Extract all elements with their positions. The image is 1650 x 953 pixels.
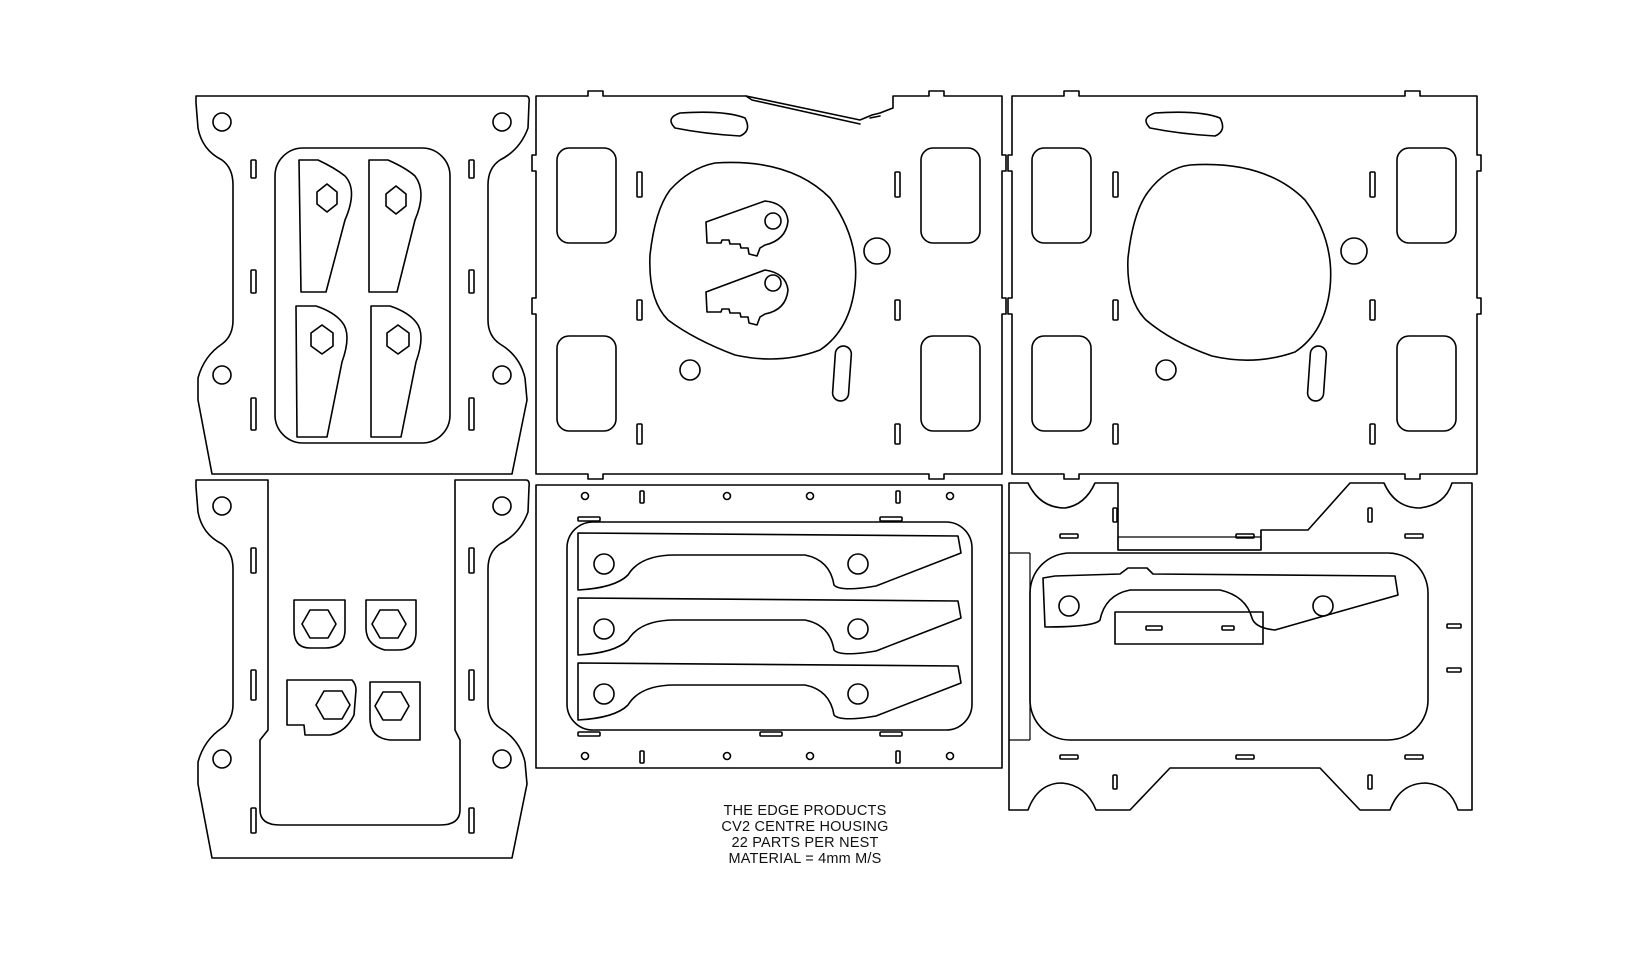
title-material: MATERIAL = 4mm M/S <box>728 851 882 867</box>
part-panel-top-right <box>1007 90 1482 480</box>
part-side-plate-bottom-left <box>195 479 530 859</box>
part-housing-bottom-right <box>1008 482 1473 811</box>
part-frame-bottom-middle <box>535 484 1003 769</box>
title-company: THE EDGE PRODUCTS <box>723 803 887 819</box>
part-panel-top-middle <box>531 90 1007 480</box>
title-quantity: 22 PARTS PER NEST <box>731 835 879 851</box>
title-block: THE EDGE PRODUCTS CV2 CENTRE HOUSING 22 … <box>640 803 970 867</box>
part-side-plate-top-left <box>195 95 530 475</box>
title-part: CV2 CENTRE HOUSING <box>721 819 889 835</box>
